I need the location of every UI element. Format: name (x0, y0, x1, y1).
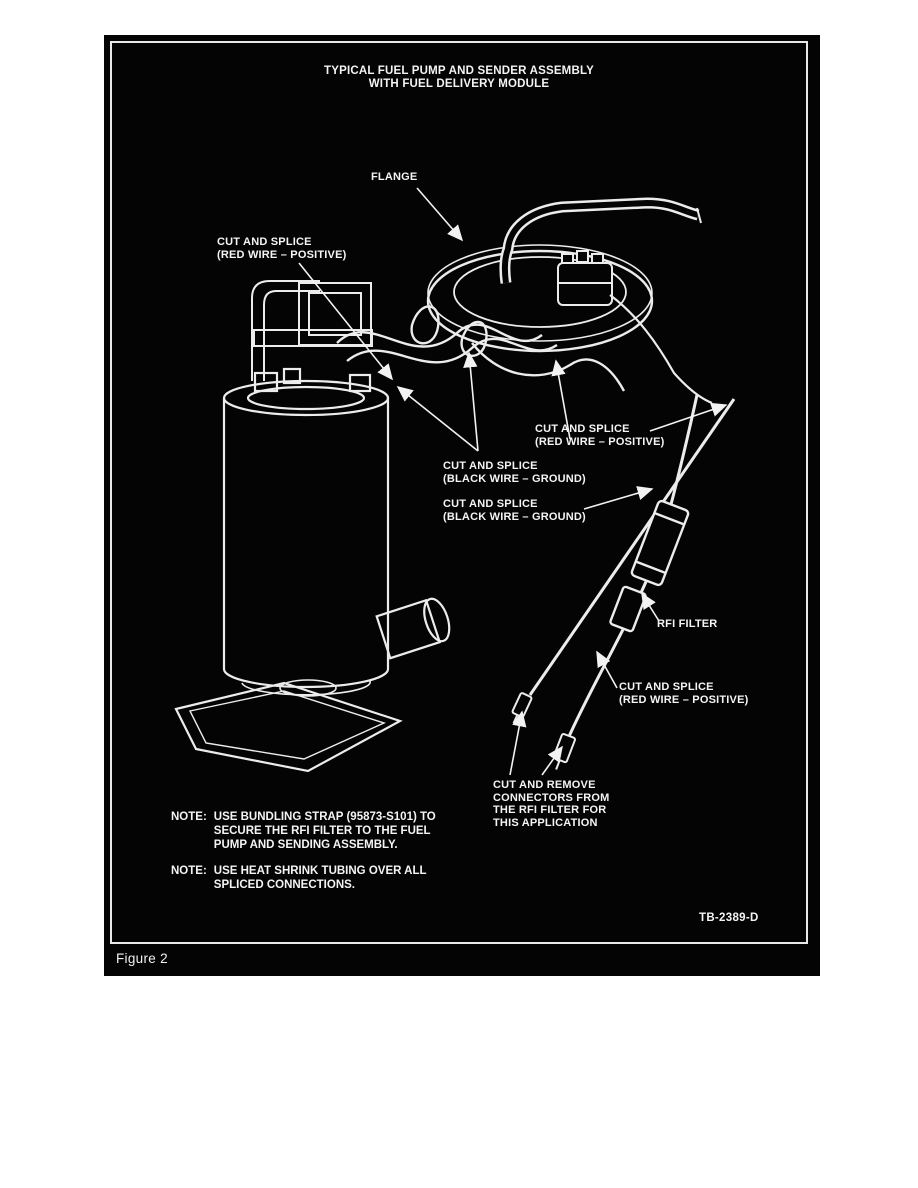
leader-arrows (298, 187, 728, 776)
label-cut-splice-red-upper-left: CUT AND SPLICE(RED WIRE – POSITIVE) (217, 236, 347, 261)
electrical-connector-shape (557, 250, 613, 306)
note-prefix: NOTE: (171, 865, 207, 877)
figure-caption: Figure 2 (116, 951, 168, 966)
pump-canister-shape (222, 367, 390, 697)
label-cut-splice-black-upper: CUT AND SPLICE(BLACK WIRE – GROUND) (443, 460, 586, 485)
fuel-hose-shape (499, 197, 702, 284)
label-cut-splice-black-lower: CUT AND SPLICE(BLACK WIRE – GROUND) (443, 498, 586, 523)
pump-bracket-shape (251, 280, 373, 381)
wire-squiggles-shape (336, 305, 626, 392)
flange-disc-shape (426, 244, 654, 353)
base-strainer-shape (174, 597, 451, 773)
label-flange: FLANGE (371, 171, 418, 183)
drawing-code: TB-2389-D (699, 912, 759, 924)
note-prefix: NOTE: (171, 811, 207, 823)
note-bundling-strap: NOTE: USE BUNDLING STRAP (95873-S101) TO… (171, 810, 436, 852)
label-cut-splice-red-right: CUT AND SPLICE(RED WIRE – POSITIVE) (535, 423, 665, 448)
fuel-pump-assembly-drawing (174, 187, 736, 776)
rfi-filter-shape (609, 499, 690, 633)
label-cut-splice-red-lower: CUT AND SPLICE(RED WIRE – POSITIVE) (619, 681, 749, 706)
label-rfi-filter: RFI FILTER (657, 618, 718, 630)
